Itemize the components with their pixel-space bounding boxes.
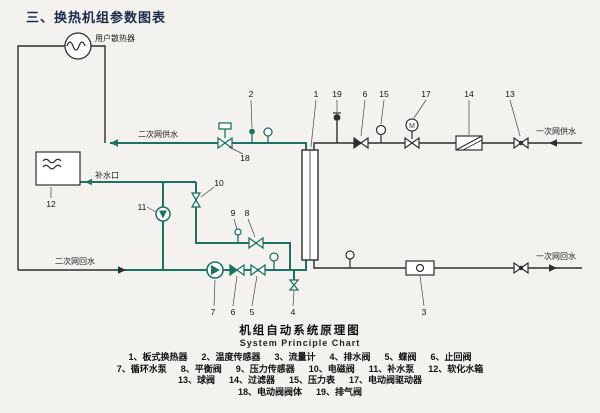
callout-7: 7 bbox=[211, 307, 216, 317]
radiator-icon bbox=[64, 32, 92, 60]
legend-row-3: 13、球阀 14、过滤器 15、压力表 17、电动阀驱动器 bbox=[0, 375, 600, 387]
primary-and-user-pipes bbox=[17, 45, 582, 271]
electric-valve-18-icon bbox=[217, 122, 233, 150]
pipe-labels: 用户散热器 二次网供水 二次网回水 一次网供水 一次网回水 补水口 bbox=[55, 33, 576, 266]
balance-valve-8-icon bbox=[248, 236, 264, 250]
ball-valve-13-icon bbox=[513, 136, 529, 150]
callout-2: 2 bbox=[249, 89, 254, 99]
legend-item: 6、止回阀 bbox=[430, 352, 472, 362]
motor-letter: M bbox=[409, 123, 415, 130]
callout-15: 15 bbox=[379, 89, 389, 99]
pressure-gauge-supply-icon bbox=[263, 127, 273, 143]
legend-item: 4、排水阀 bbox=[329, 352, 371, 362]
caption-zh: 机组自动系统原理图 bbox=[239, 325, 361, 337]
callout-8: 8 bbox=[245, 208, 250, 218]
legend-item: 5、蝶阀 bbox=[384, 352, 417, 362]
callout-numbers: 2 1 19 6 15 17 14 13 18 10 11 12 9 8 7 6… bbox=[46, 89, 515, 317]
callout-12: 12 bbox=[46, 199, 56, 209]
callout-13: 13 bbox=[505, 89, 515, 99]
callout-11: 11 bbox=[138, 202, 147, 212]
pressure-gauge-return-icon bbox=[269, 252, 279, 270]
softened-water-tank-icon bbox=[35, 151, 81, 186]
callout-9: 9 bbox=[231, 208, 236, 218]
solenoid-valve-10-icon bbox=[190, 192, 202, 208]
butterfly-valve-5-icon bbox=[250, 263, 266, 277]
check-valve-6b-icon bbox=[229, 263, 245, 277]
flow-meter-3-icon bbox=[405, 260, 435, 276]
pressure-sensor-9-icon bbox=[234, 228, 242, 243]
callout-3: 3 bbox=[422, 307, 427, 317]
legend-item: 9、压力传感器 bbox=[235, 363, 295, 374]
legend-item: 17、电动阀驱动器 bbox=[349, 375, 423, 385]
primary-return-arrow bbox=[549, 264, 557, 272]
callout-6-top: 6 bbox=[363, 89, 368, 99]
legend-item: 12、软化水箱 bbox=[428, 363, 484, 374]
callout-4: 4 bbox=[291, 307, 296, 317]
legend-item: 1、板式换热器 bbox=[128, 352, 188, 362]
label-makeup-port: 补水口 bbox=[95, 170, 119, 180]
callout-6-bottom: 6 bbox=[231, 307, 236, 317]
callout-1: 1 bbox=[314, 89, 319, 99]
legend-item: 8、平衡阀 bbox=[180, 363, 222, 374]
legend-row-2: 7、循环水泵 8、平衡阀 9、压力传感器 10、电磁阀 11、补水泵 12、软化… bbox=[0, 364, 600, 376]
page-title: 三、换热机组参数图表 bbox=[26, 10, 167, 25]
filter-14-icon bbox=[455, 135, 483, 151]
primary-supply-arrow bbox=[549, 139, 557, 147]
drain-valve-4-icon bbox=[288, 279, 300, 291]
flow-arrows bbox=[85, 139, 557, 274]
secondary-supply-arrow bbox=[110, 139, 118, 147]
ball-valve-return-icon bbox=[513, 261, 529, 275]
callout-17: 17 bbox=[421, 89, 431, 99]
caption-en: System Principle Chart bbox=[239, 338, 361, 348]
legend-item: 10、电磁阀 bbox=[308, 363, 355, 374]
label-secondary-supply: 二次网供水 bbox=[138, 129, 178, 139]
secondary-return-arrow bbox=[118, 266, 126, 274]
label-radiator: 用户散热器 bbox=[95, 33, 135, 43]
legend-item: 3、流量计 bbox=[274, 352, 316, 362]
motor-valve-17-icon bbox=[404, 118, 420, 150]
pressure-gauge-15-icon bbox=[375, 124, 387, 143]
pressure-gauge-return-primary-icon bbox=[345, 250, 355, 268]
check-valve-6-icon bbox=[353, 136, 369, 150]
legend-item: 11、补水泵 bbox=[368, 363, 415, 374]
legend-item: 18、电动阀阀体 bbox=[237, 386, 302, 397]
legend-item: 7、循环水泵 bbox=[116, 363, 167, 374]
label-primary-return: 一次网回水 bbox=[536, 251, 576, 261]
legend-item: 2、温度传感器 bbox=[201, 352, 261, 362]
label-primary-supply: 一次网供水 bbox=[536, 126, 576, 136]
legend-item: 19、排气阀 bbox=[316, 386, 363, 397]
callout-leaders bbox=[50, 99, 521, 307]
legend-item: 15、压力表 bbox=[289, 375, 336, 385]
label-secondary-return: 二次网回水 bbox=[55, 256, 95, 266]
plate-heat-exchanger-icon bbox=[301, 149, 319, 261]
legend-item: 13、球阀 bbox=[177, 375, 215, 385]
callout-5: 5 bbox=[250, 307, 255, 317]
makeup-pump-11-icon bbox=[155, 206, 171, 222]
temp-sensor-2-icon bbox=[249, 128, 255, 143]
legend: 1、板式换热器 2、温度传感器 3、流量计 4、排水阀 5、蝶阀 6、止回阀 7… bbox=[0, 352, 600, 398]
callout-10: 10 bbox=[214, 178, 224, 188]
callout-14: 14 bbox=[464, 89, 474, 99]
callout-19: 19 bbox=[332, 89, 342, 99]
secondary-pipes bbox=[80, 142, 307, 280]
air-vent-19-icon bbox=[333, 112, 341, 121]
circulation-pump-7-icon bbox=[206, 261, 224, 279]
legend-row-1: 1、板式换热器 2、温度传感器 3、流量计 4、排水阀 5、蝶阀 6、止回阀 bbox=[0, 352, 600, 364]
makeup-port-arrow bbox=[85, 178, 92, 186]
legend-row-4: 18、电动阀阀体 19、排气阀 bbox=[0, 387, 600, 399]
legend-item: 14、过滤器 bbox=[228, 375, 275, 385]
callout-18: 18 bbox=[240, 153, 250, 163]
